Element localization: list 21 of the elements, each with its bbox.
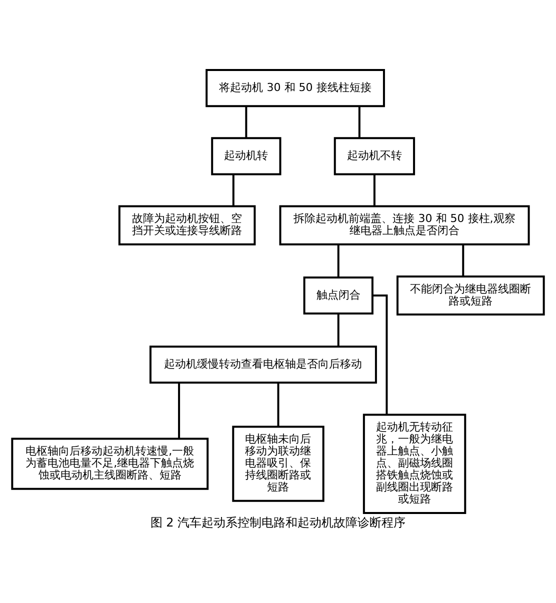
connector [358,106,360,138]
connector [232,174,234,206]
connector [337,313,340,346]
connector [178,382,180,438]
node-box: 起动机无转动征兆，一般为继电器上触点、小触点、副磁场线圈搭铁触点烧蚀或副线圈出现断路或短路 [362,413,466,514]
connector [373,174,376,206]
node-box: 故障为起动机按钮、空挡开关或连接导线断路 [118,204,256,245]
node-box: 起动机缓慢转动查看电枢轴是否向后移动 [149,345,377,384]
node-box: 拆除起动机前端盖、连接 30 和 50 接柱,观察继电器上触点是否闭合 [279,204,530,245]
node-box: 将起动机 30 和 50 接线柱短接 [206,68,385,107]
connector [462,244,464,276]
node-box: 起动机不转 [334,136,416,175]
node-box: 电枢轴向后移动起动机转速慢,一般为蓄电池电量不足,继电器下触点烧蚀或电动机主线圈断路、短路 [11,437,209,490]
node-box: 起动机转 [211,136,282,175]
connector [337,244,340,277]
connector [277,382,280,426]
caption: 图 2 汽车起动系控制电路和起动机故障诊断程序 [150,515,406,530]
node-box: 不能闭合为继电器线圈断路或短路 [396,274,545,316]
node-box: 触点闭合 [303,276,374,314]
connector [245,106,248,138]
node-box: 电枢轴未向后移动为联动继电器吸引、保持线圈断路或短路 [232,425,324,502]
